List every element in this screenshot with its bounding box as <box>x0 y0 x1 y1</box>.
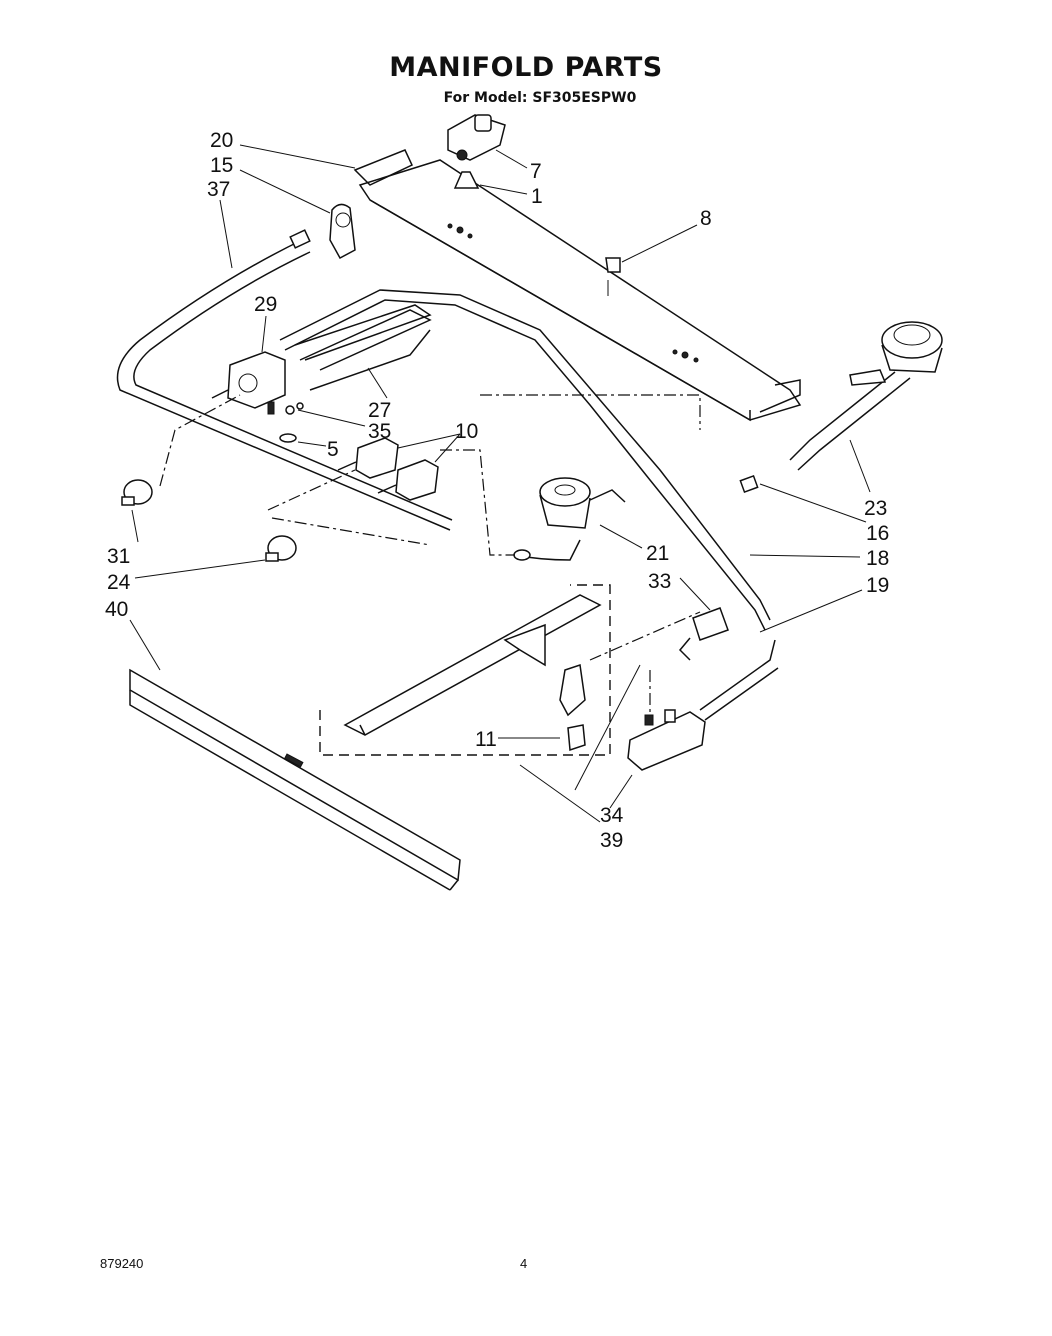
callout-24: 24 <box>107 571 131 594</box>
callout-39: 39 <box>600 829 623 852</box>
callout-7: 7 <box>530 160 542 183</box>
regulator-drawing <box>678 607 729 661</box>
callout-21: 21 <box>646 542 669 565</box>
manifold-pipe-drawing <box>294 304 432 391</box>
construction-lines <box>159 394 701 715</box>
callout-16: 16 <box>866 522 889 545</box>
callout-35: 35 <box>368 420 391 443</box>
callout-5: 5 <box>327 438 339 461</box>
orifice-cap-drawing <box>453 171 480 189</box>
clip-drawing <box>605 257 621 296</box>
model-subtitle: For Model: SF305ESPW0 <box>443 90 637 106</box>
callout-34: 34 <box>600 804 624 827</box>
callout-37: 37 <box>207 178 230 201</box>
callout-27: 27 <box>368 399 391 422</box>
callout-33: 33 <box>648 570 671 593</box>
bracket-drawing <box>329 203 356 260</box>
orifice-holder-drawing <box>447 114 506 161</box>
callout-40: 40 <box>105 598 128 621</box>
document-number: 879240 <box>100 1256 144 1271</box>
valve-drawing <box>211 351 286 415</box>
burner-valve-drawing <box>337 437 439 501</box>
page-title: MANIFOLD PARTS <box>389 52 663 83</box>
top-burner-drawing <box>789 321 943 471</box>
manifold-bracket-drawing <box>353 149 802 422</box>
small-parts-drawing <box>279 402 304 443</box>
callout-8: 8 <box>700 207 712 230</box>
callout-23: 23 <box>864 497 887 520</box>
page-number: 4 <box>520 1256 528 1271</box>
oven-burner-drawing <box>513 477 626 561</box>
gas-tube-drawing <box>116 229 771 631</box>
knob-drawing <box>121 479 297 562</box>
front-panel-drawing <box>129 668 461 891</box>
callout-15: 15 <box>210 154 233 177</box>
callout-20: 20 <box>210 129 233 152</box>
callout-1: 1 <box>531 185 543 208</box>
callout-19: 19 <box>866 574 889 597</box>
burner-tube-drawing <box>319 584 611 756</box>
callout-10: 10 <box>455 420 478 443</box>
leader-lines <box>129 144 871 823</box>
thermostat-drawing <box>627 639 779 771</box>
callout-29: 29 <box>254 293 277 316</box>
orifice-drawing <box>739 475 759 493</box>
callout-31: 31 <box>107 545 130 568</box>
callout-11: 11 <box>475 728 497 751</box>
callout-18: 18 <box>866 547 889 570</box>
